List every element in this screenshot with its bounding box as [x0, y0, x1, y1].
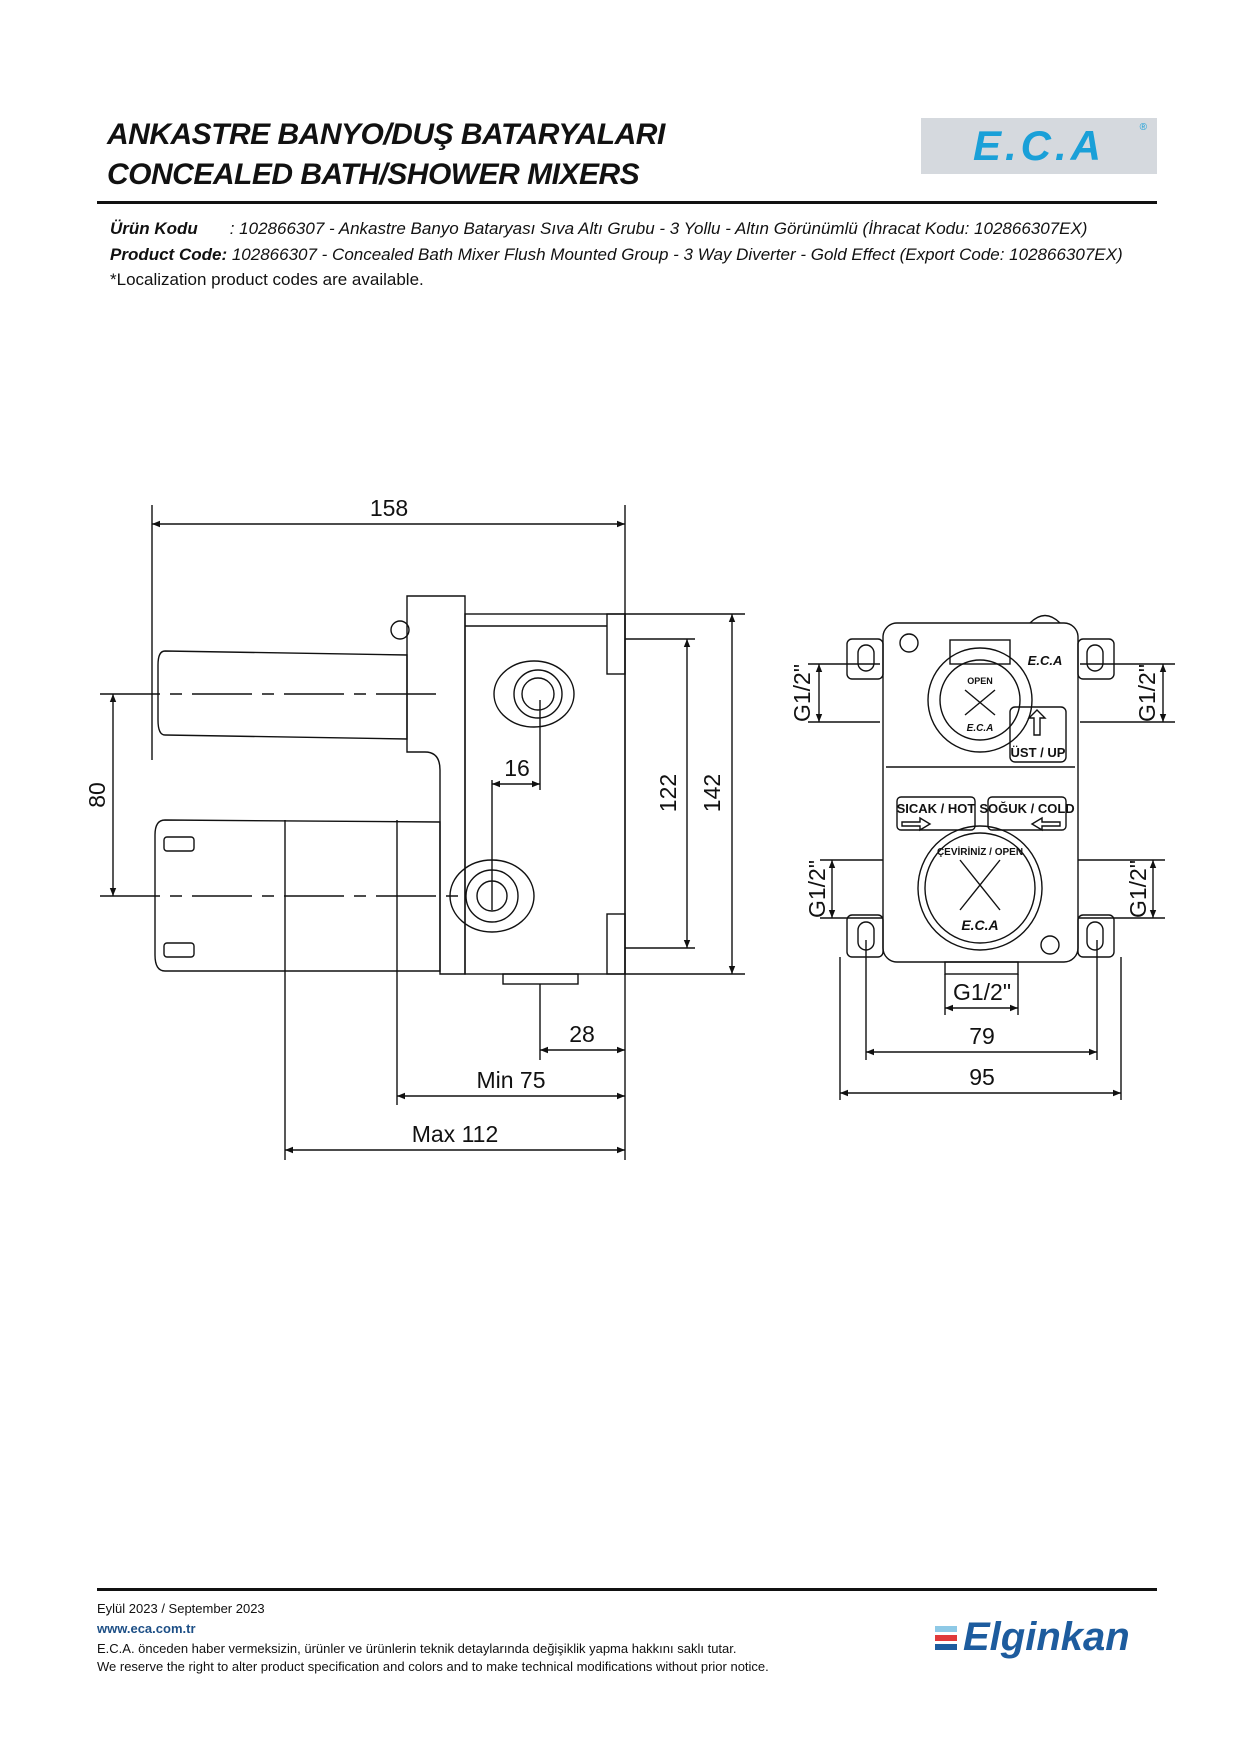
side-view — [100, 505, 745, 1160]
dim-inner-height: 122 — [655, 774, 681, 812]
upper-handle — [157, 650, 408, 740]
upper-fitting — [493, 660, 575, 728]
turn-open-label: ÇEVİRİNİZ / OPEN — [937, 845, 1023, 858]
flange — [406, 595, 466, 975]
product-code-en-label: Product Code: — [110, 245, 228, 264]
front-view-labels: OPEN E.C.A E.C.A ÜST / UP SICAK / HOT SO… — [789, 653, 1160, 1090]
cold-label-box — [987, 796, 1067, 831]
elginkan-logo-bars — [935, 1625, 957, 1650]
body-box — [464, 613, 626, 975]
dim-axis-distance: 80 — [84, 782, 110, 808]
dim-outer-height: 142 — [699, 774, 725, 812]
header-rule — [97, 201, 1157, 204]
title-turkish: ANKASTRE BANYO/DUŞ BATARYALARI — [107, 118, 665, 151]
dim-thread-top-right: G1/2" — [1134, 664, 1160, 722]
product-code-tr-value: : 102866307 - Ankastre Banyo Bataryası S… — [229, 219, 1088, 238]
footer-date: Eylül 2023 / September 2023 — [97, 1601, 265, 1616]
cold-label: SOĞUK / COLD — [979, 801, 1074, 816]
dim-total-width: 95 — [969, 1064, 995, 1090]
footer-notice-tr: E.C.A. önceden haber vermeksizin, ürünle… — [97, 1641, 737, 1656]
footer-url[interactable]: www.eca.com.tr — [97, 1621, 196, 1636]
upper-cap-brand: E.C.A — [967, 723, 994, 734]
registered-mark: ® — [1139, 122, 1147, 133]
dim-max-depth: Max 112 — [412, 1121, 499, 1147]
dim-min-depth: Min 75 — [476, 1067, 545, 1093]
dim-width: 158 — [370, 495, 408, 521]
up-label: ÜST / UP — [1011, 745, 1066, 760]
footer-notice-en: We reserve the right to alter product sp… — [97, 1659, 769, 1674]
front-body — [882, 622, 1079, 963]
lower-cartridge — [154, 819, 441, 972]
footer-rule — [97, 1588, 1157, 1591]
front-view — [808, 614, 1175, 1100]
open-label: OPEN — [967, 676, 993, 686]
dim-thread-bottom-left: G1/2" — [804, 860, 830, 918]
lower-cap-brand: E.C.A — [961, 917, 998, 933]
product-code-tr: Ürün Kodu : 102866307 - Ankastre Banyo B… — [110, 219, 1087, 239]
eca-logo-text: E.C.A — [972, 122, 1105, 169]
product-code-en: Product Code: 102866307 - Concealed Bath… — [110, 245, 1123, 265]
dim-offset: 16 — [504, 755, 530, 781]
body-brand: E.C.A — [1028, 653, 1063, 668]
localization-note: *Localization product codes are availabl… — [110, 270, 424, 289]
dim-thread-top-left: G1/2" — [789, 664, 815, 722]
dim-thread-bottom-right: G1/2" — [1125, 860, 1151, 918]
title-english: CONCEALED BATH/SHOWER MIXERS — [107, 158, 640, 191]
lower-cap — [917, 825, 1043, 951]
elginkan-logo: Elginkan — [935, 1615, 1130, 1660]
dim-hole-spacing: 79 — [969, 1023, 995, 1049]
upper-cap — [927, 647, 1033, 753]
side-view-dimensions: 158 80 16 122 142 28 Min 75 Max 112 — [84, 495, 725, 1147]
hot-label-box — [896, 796, 976, 831]
bottom-outlet — [502, 973, 579, 985]
dim-thread-outlet: G1/2" — [953, 979, 1011, 1005]
eca-logo: E.C.A ® — [921, 118, 1157, 174]
elginkan-logo-text: Elginkan — [963, 1615, 1130, 1659]
product-code-tr-label: Ürün Kodu — [110, 219, 198, 238]
up-label-box — [1009, 706, 1067, 763]
level-indicator — [949, 639, 1011, 665]
dim-outlet-offset: 28 — [569, 1021, 595, 1047]
product-code-en-value: 102866307 - Concealed Bath Mixer Flush M… — [231, 245, 1123, 264]
hot-label: SICAK / HOT — [897, 801, 976, 816]
